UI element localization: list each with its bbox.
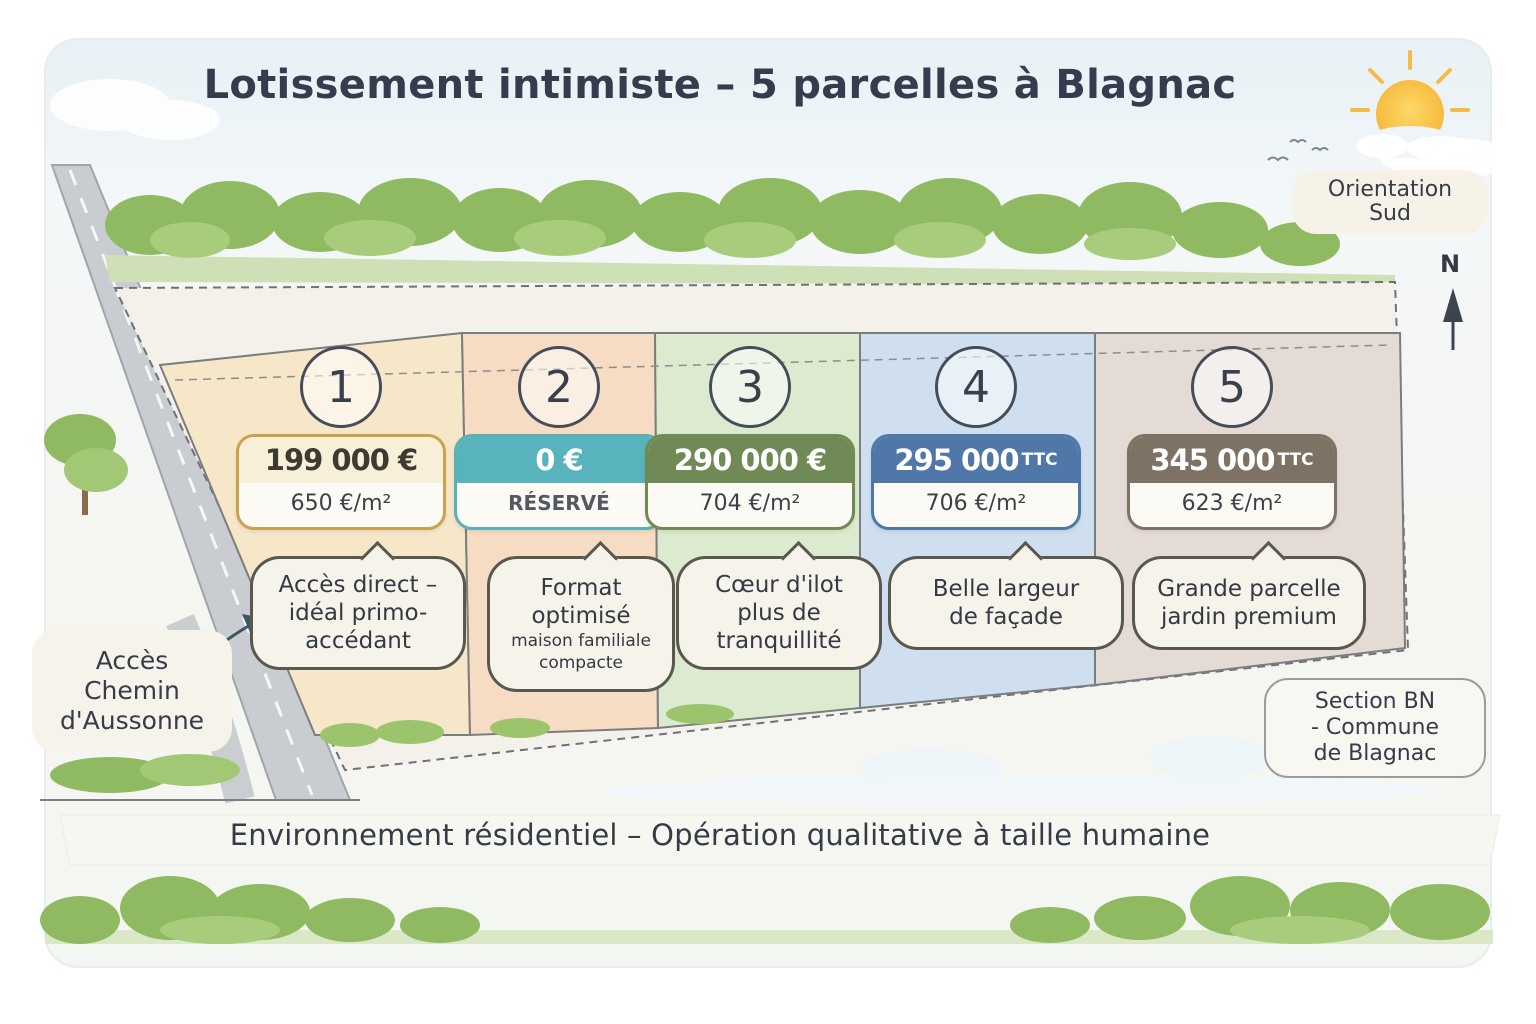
note-line: Belle largeur (932, 576, 1080, 602)
tree-line-bottom (40, 876, 1493, 944)
hedge-bottom (320, 704, 734, 747)
tree-line-top (105, 178, 1395, 285)
lot-price-value: 345 000 (1150, 443, 1275, 477)
birds-decoration (1267, 139, 1329, 162)
lot-price-subtitle-4: 706 €/m² (925, 490, 1027, 516)
note-small-line: compacte (539, 653, 623, 673)
access-line1: Accès (95, 646, 169, 675)
note-line: optimisé (531, 603, 631, 629)
lot-price-value: 290 000 € (673, 443, 827, 477)
lot-price-value: 199 000 € (264, 443, 418, 477)
section-card: Section BN - Commune de Blagnac (1264, 678, 1486, 778)
access-line3: d'Aussonne (59, 706, 205, 735)
lot-number-4: 4 (935, 346, 1017, 428)
lot-number-5: 5 (1191, 346, 1273, 428)
lot-price-card-3: 290 000 € 704 €/m² (645, 434, 855, 530)
note-small-line: maison familiale (511, 631, 651, 651)
lot-price-subtitle-2: RÉSERVÉ (508, 491, 610, 515)
lot-price-3: 290 000 € (648, 437, 852, 483)
lot-price-2: 0 € (457, 437, 661, 483)
orientation-line1: Orientation (1327, 177, 1453, 202)
note-line: plus de (737, 600, 821, 626)
lot-price-card-2: 0 € RÉSERVÉ (454, 434, 664, 530)
tree-left (44, 414, 240, 793)
lot-price-1: 199 000 € (239, 437, 443, 483)
note-line: accédant (305, 628, 411, 654)
lot-note-1: Accès direct –idéal primo-accédant (250, 556, 466, 670)
note-line: Grande parcelle (1157, 576, 1341, 602)
note-line: tranquillité (716, 628, 842, 654)
lot-number-2: 2 (518, 346, 600, 428)
access-line2: Chemin (84, 676, 180, 705)
note-line: Cœur d'ilot (715, 572, 843, 598)
note-line: Accès direct – (278, 572, 438, 598)
note-line: idéal primo- (288, 600, 428, 626)
lot-price-suffix: TTC (1021, 450, 1058, 470)
note-line: jardin premium (1161, 604, 1337, 630)
section-line2: - Commune (1310, 715, 1440, 740)
orientation-line2: Sud (1369, 201, 1411, 226)
lot-price-subtitle-5: 623 €/m² (1181, 490, 1283, 516)
ground-line (40, 736, 1440, 804)
page-title: Lotissement intimiste – 5 parcelles à Bl… (203, 62, 1237, 108)
lot-price-value: 0 € (535, 443, 583, 477)
lot-price-value: 295 000 (894, 443, 1019, 477)
lot-price-suffix: TTC (1277, 450, 1314, 470)
footer-ribbon (59, 814, 1501, 866)
section-line3: de Blagnac (1313, 741, 1437, 766)
lot-price-subtitle-3: 704 €/m² (699, 490, 801, 516)
lot-number-1: 1 (300, 346, 382, 428)
note-line: de façade (949, 604, 1063, 630)
north-arrow-icon (1443, 288, 1463, 350)
section-line1: Section BN (1314, 689, 1436, 714)
sun-icon (1350, 50, 1474, 160)
access-card: Accès Chemin d'Aussonne (32, 630, 232, 752)
north-label: N (1440, 250, 1461, 278)
lot-price-card-1: 199 000 € 650 €/m² (236, 434, 446, 530)
note-line: Format (540, 575, 622, 601)
footer-caption: Environnement résidentiel – Opération qu… (229, 818, 1211, 852)
orientation-card: Orientation Sud (1292, 170, 1488, 234)
lot-number-3: 3 (709, 346, 791, 428)
lot-price-subtitle-1: 650 €/m² (290, 490, 392, 516)
